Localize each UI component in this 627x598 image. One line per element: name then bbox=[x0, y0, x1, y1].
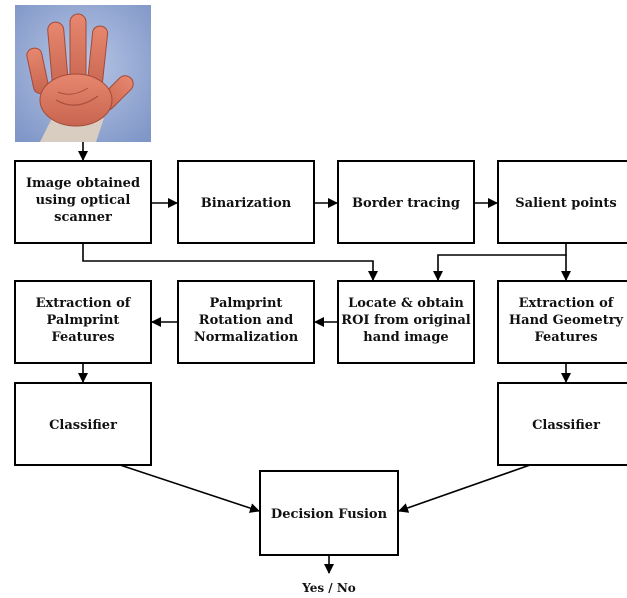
edge-left-classifier-to-fusion bbox=[119, 464, 260, 513]
label-decision-fusion: Decision Fusion bbox=[271, 507, 388, 522]
node-decision-fusion bbox=[259, 470, 399, 556]
node-classifier-left bbox=[14, 382, 152, 466]
edge-right-classifier-to-fusion bbox=[398, 464, 531, 513]
label-hand-geometry-1: Extraction of bbox=[519, 296, 615, 311]
label-classifier-right: Classifier bbox=[532, 418, 600, 433]
label-hand-geometry-3: Features bbox=[534, 330, 597, 345]
label-binarization: Binarization bbox=[201, 196, 292, 211]
label-rotation-3: Normalization bbox=[194, 330, 299, 345]
label-classifier-left: Classifier bbox=[49, 418, 117, 433]
edges bbox=[78, 142, 571, 574]
label-scanner-2: using optical bbox=[36, 193, 131, 208]
label-hand-geometry-2: Hand Geometry bbox=[509, 313, 624, 328]
label-border-tracing: Border tracing bbox=[352, 196, 460, 211]
node-binarization bbox=[177, 160, 315, 244]
hand-image-icon bbox=[15, 5, 151, 142]
label-rotation-2: Rotation and bbox=[199, 313, 293, 328]
label-roi-3: hand image bbox=[363, 330, 448, 345]
node-border-tracing bbox=[337, 160, 475, 244]
label-output: Yes / No bbox=[301, 581, 356, 595]
label-palmprint-2: Palmprint bbox=[47, 313, 120, 328]
edge-salient-to-roi bbox=[433, 243, 567, 281]
label-scanner-1: Image obtained bbox=[26, 176, 140, 191]
node-roi bbox=[337, 280, 475, 364]
node-rotation-normalization bbox=[177, 280, 315, 364]
label-roi-2: ROI from original bbox=[341, 313, 470, 328]
node-classifier-right bbox=[497, 382, 627, 466]
label-scanner-3: scanner bbox=[54, 210, 112, 225]
label-roi-1: Locate & obtain bbox=[348, 296, 464, 311]
label-rotation-1: Palmprint bbox=[210, 296, 283, 311]
node-scanner bbox=[14, 160, 152, 244]
label-salient-points: Salient points bbox=[515, 196, 616, 211]
label-palmprint-3: Features bbox=[51, 330, 114, 345]
edge-scanner-to-roi bbox=[82, 243, 378, 281]
label-palmprint-1: Extraction of bbox=[36, 296, 132, 311]
